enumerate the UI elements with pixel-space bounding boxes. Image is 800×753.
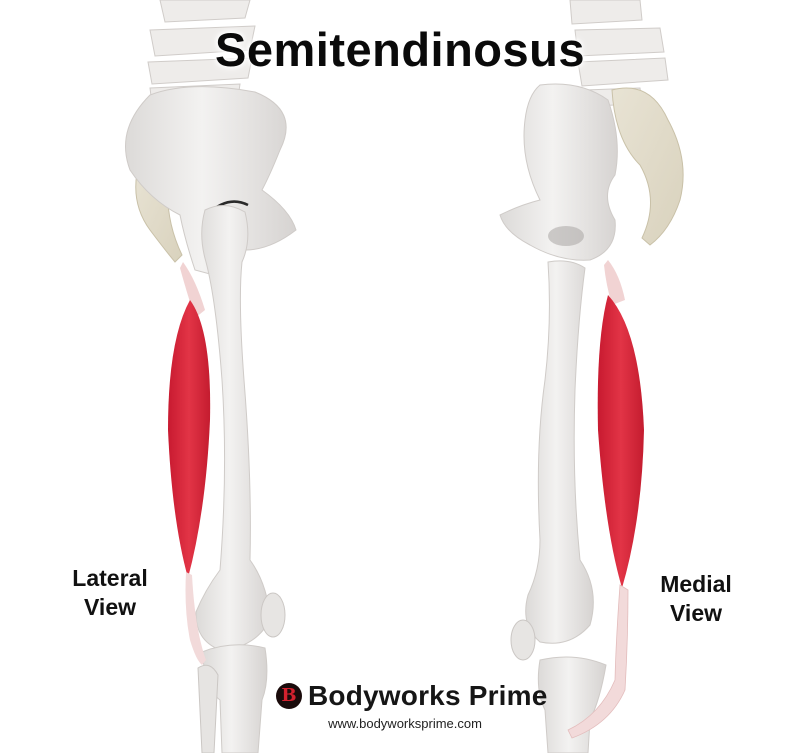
brand-logo-block: B Bodyworks Prime bbox=[276, 678, 548, 714]
semitendinosus-tendon-proximal bbox=[604, 260, 625, 305]
semitendinosus-tendon-distal bbox=[567, 584, 629, 739]
lateral-label-line1: Lateral bbox=[72, 565, 148, 591]
fibula bbox=[197, 664, 219, 753]
medial-view-skeleton bbox=[499, 0, 684, 753]
brand-url: www.bodyworksprime.com bbox=[328, 716, 482, 731]
semitendinosus-muscle-lateral bbox=[168, 300, 211, 578]
tibia bbox=[537, 656, 607, 753]
pelvis bbox=[499, 83, 618, 261]
lateral-view-label: Lateral View bbox=[58, 564, 162, 622]
page-title: Semitendinosus bbox=[214, 23, 585, 76]
pelvis bbox=[125, 86, 297, 279]
semitendinosus-muscle-medial bbox=[597, 295, 644, 588]
semitendinosus-tendon-proximal bbox=[180, 262, 205, 318]
sacrum bbox=[611, 87, 684, 246]
femur bbox=[525, 260, 594, 644]
medial-view-label: Medial View bbox=[644, 570, 748, 628]
semitendinosus-tendon-distal bbox=[185, 572, 206, 665]
femur bbox=[195, 205, 271, 651]
medial-label-line2: View bbox=[670, 600, 722, 626]
bodyworks-logo-icon: B bbox=[276, 683, 302, 709]
lateral-label-line2: View bbox=[84, 594, 136, 620]
brand-name: Bodyworks Prime bbox=[308, 680, 548, 711]
lateral-view-skeleton bbox=[125, 0, 297, 753]
medial-label-line1: Medial bbox=[660, 571, 732, 597]
